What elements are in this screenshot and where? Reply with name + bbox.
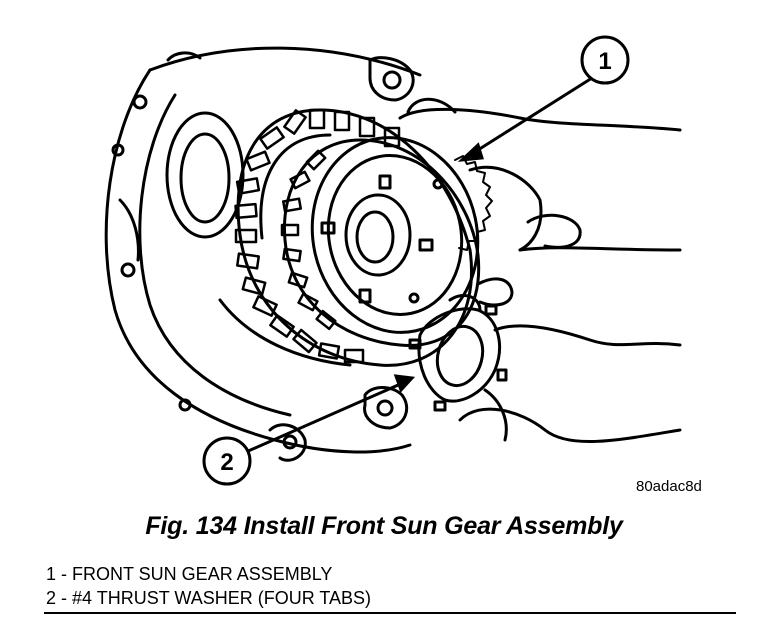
callout-1-label: 1 [598,48,611,75]
callout-2-label: 2 [220,449,233,476]
figure-caption: Fig. 134 Install Front Sun Gear Assembly [145,512,623,540]
legend-number: 1 [46,564,57,584]
case-boss-bottom [363,386,409,430]
legend-text: - FRONT SUN GEAR ASSEMBLY [56,564,333,584]
sun-gear-face [310,136,480,334]
callout-1 [457,35,630,162]
image-code: 80adac8d [636,478,702,495]
finger-1 [526,213,582,249]
callout-2 [202,374,416,486]
legend-text: - #4 THRUST WASHER (FOUR TABS) [56,588,372,608]
finger-2 [476,277,514,307]
case-inner-outline [138,93,292,417]
case-top-edge [148,46,422,77]
drum-teeth [234,108,401,364]
sun-gear-hub [344,193,412,277]
washer-bore [435,324,485,388]
thumb-bottom [493,324,682,347]
inner-ring-teeth [280,149,337,331]
bottom-divider [44,612,736,614]
gear-assembly-illustration: 1 2 [104,35,682,486]
drum-outline [236,108,473,367]
thrust-washer [417,307,501,403]
legend-number: 2 [46,588,57,608]
case-outer-outline [104,68,412,454]
legend-item: 2 - #4 THRUST WASHER (FOUR TABS) [46,586,371,610]
legend: 1 - FRONT SUN GEAR ASSEMBLY 2 - #4 THRUS… [46,562,371,610]
hand-top [398,107,682,132]
case-boss-top [368,56,415,102]
case-bore [165,111,245,239]
legend-item: 1 - FRONT SUN GEAR ASSEMBLY [46,562,371,586]
